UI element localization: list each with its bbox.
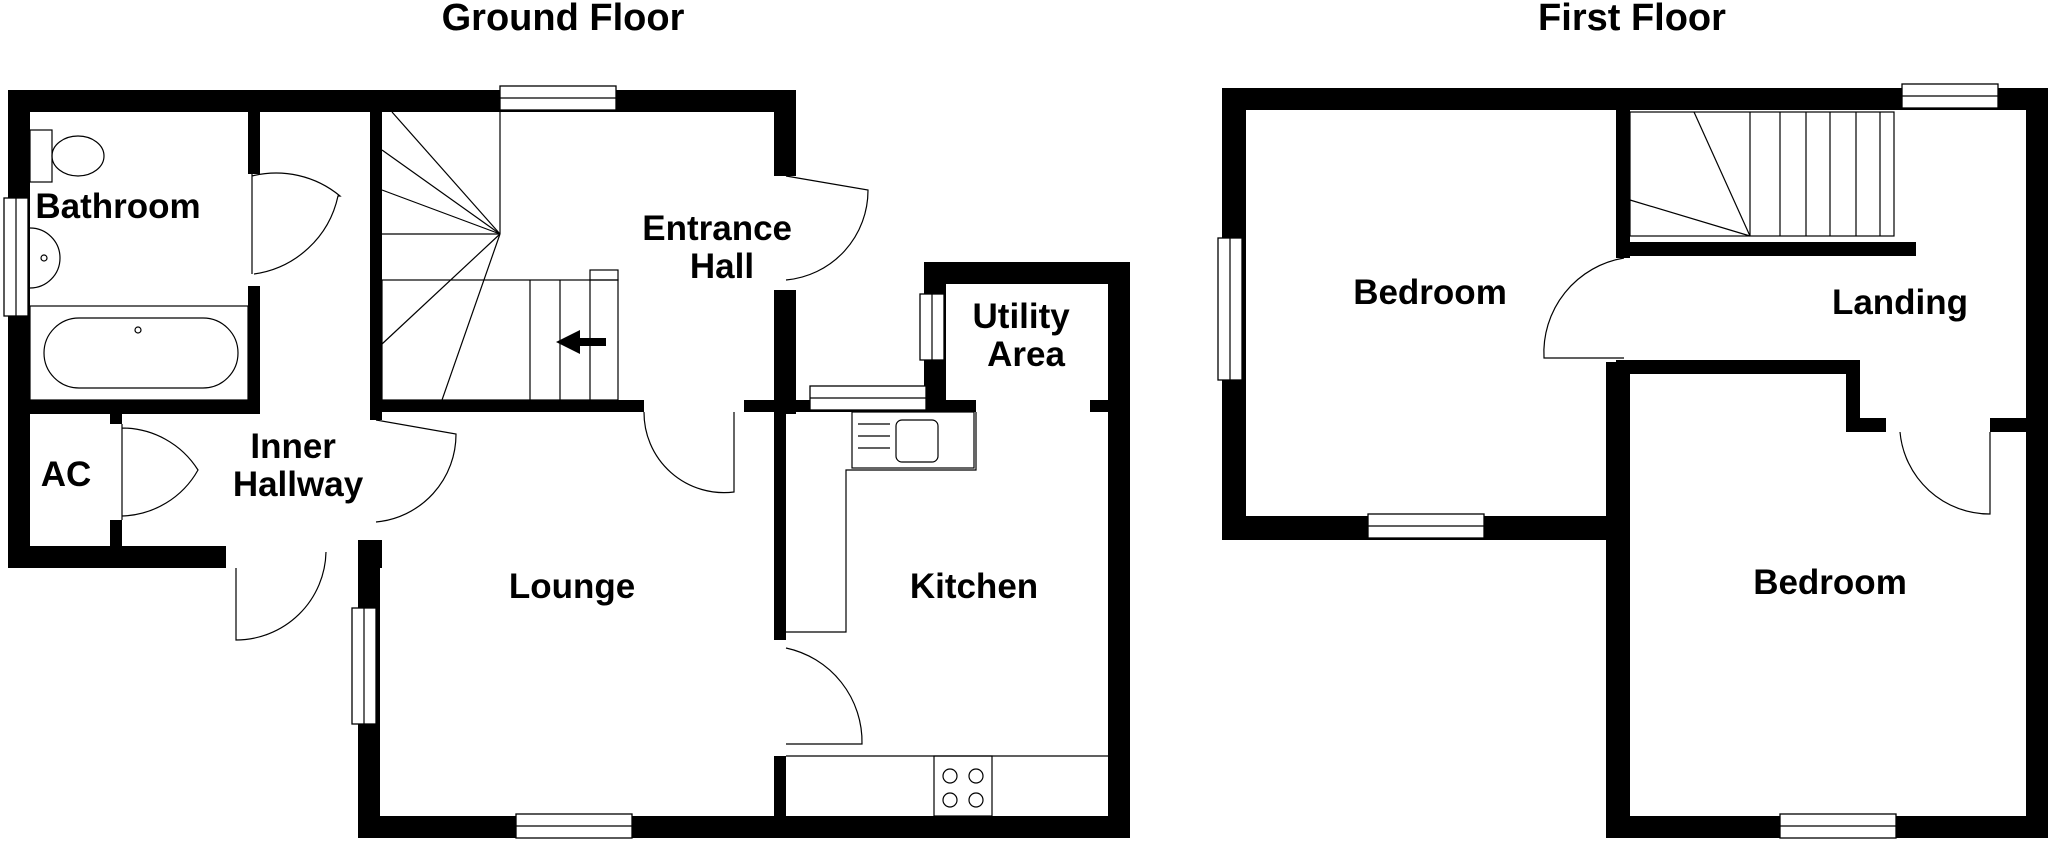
door (121, 424, 199, 520)
room-label-kitchen: Kitchen (910, 567, 1038, 606)
toilet-icon (29, 129, 105, 183)
wall (1108, 262, 1130, 838)
wall (1090, 400, 1110, 412)
wall (774, 756, 786, 838)
wall (1846, 418, 1886, 432)
first-floor-title: First Floor (1538, 0, 1726, 39)
wall (774, 290, 796, 414)
room-label-lounge: Lounge (509, 567, 635, 606)
door (235, 551, 327, 641)
wall (370, 90, 382, 420)
ground-floor-title: Ground Floor (442, 0, 685, 39)
room-label-ac: AC (41, 455, 92, 494)
bath-icon (29, 305, 249, 401)
wall (358, 816, 1130, 838)
wall (248, 112, 260, 174)
wall (8, 546, 226, 568)
door (785, 175, 869, 281)
basin-icon (29, 227, 61, 289)
room-label-landing: Landing (1832, 283, 1968, 322)
wall (2026, 88, 2048, 836)
room-label-entrance-hall: Entrance Hall (642, 209, 802, 286)
wall (1846, 360, 1860, 432)
wall (1222, 88, 2048, 110)
door (643, 411, 735, 494)
door (251, 172, 342, 275)
worktop (786, 412, 977, 633)
wall (110, 520, 122, 546)
wall (1616, 242, 1916, 256)
wall (1618, 360, 1858, 374)
room-label-inner-hallway: Inner Hallway (233, 427, 364, 504)
door (1899, 431, 1991, 515)
hob-icon (933, 755, 993, 817)
wall (8, 90, 380, 112)
sink-icon (851, 411, 975, 469)
room-label-bedroom-1: Bedroom (1353, 273, 1507, 312)
wall (1606, 362, 1630, 838)
wall (382, 400, 644, 412)
room-label-utility-area: Utility Area (973, 297, 1080, 374)
wall (1616, 360, 1630, 374)
door (1543, 257, 1625, 359)
ground-floor (3, 85, 1130, 839)
room-label-bathroom: Bathroom (35, 187, 200, 226)
wall (924, 262, 1130, 284)
first-floor (1217, 83, 2048, 839)
door (785, 647, 863, 745)
wall (774, 400, 786, 640)
wall (248, 286, 260, 414)
wall (774, 90, 796, 176)
room-label-bedroom-2: Bedroom (1753, 563, 1907, 602)
wall (8, 90, 30, 568)
stairs-icon (1629, 111, 1895, 237)
wall (110, 414, 122, 424)
arrow-left-icon (556, 330, 606, 354)
stairs-icon (381, 111, 619, 401)
wall (8, 400, 260, 414)
door (375, 419, 457, 523)
wall (1990, 418, 2030, 432)
wall (1616, 110, 1630, 258)
